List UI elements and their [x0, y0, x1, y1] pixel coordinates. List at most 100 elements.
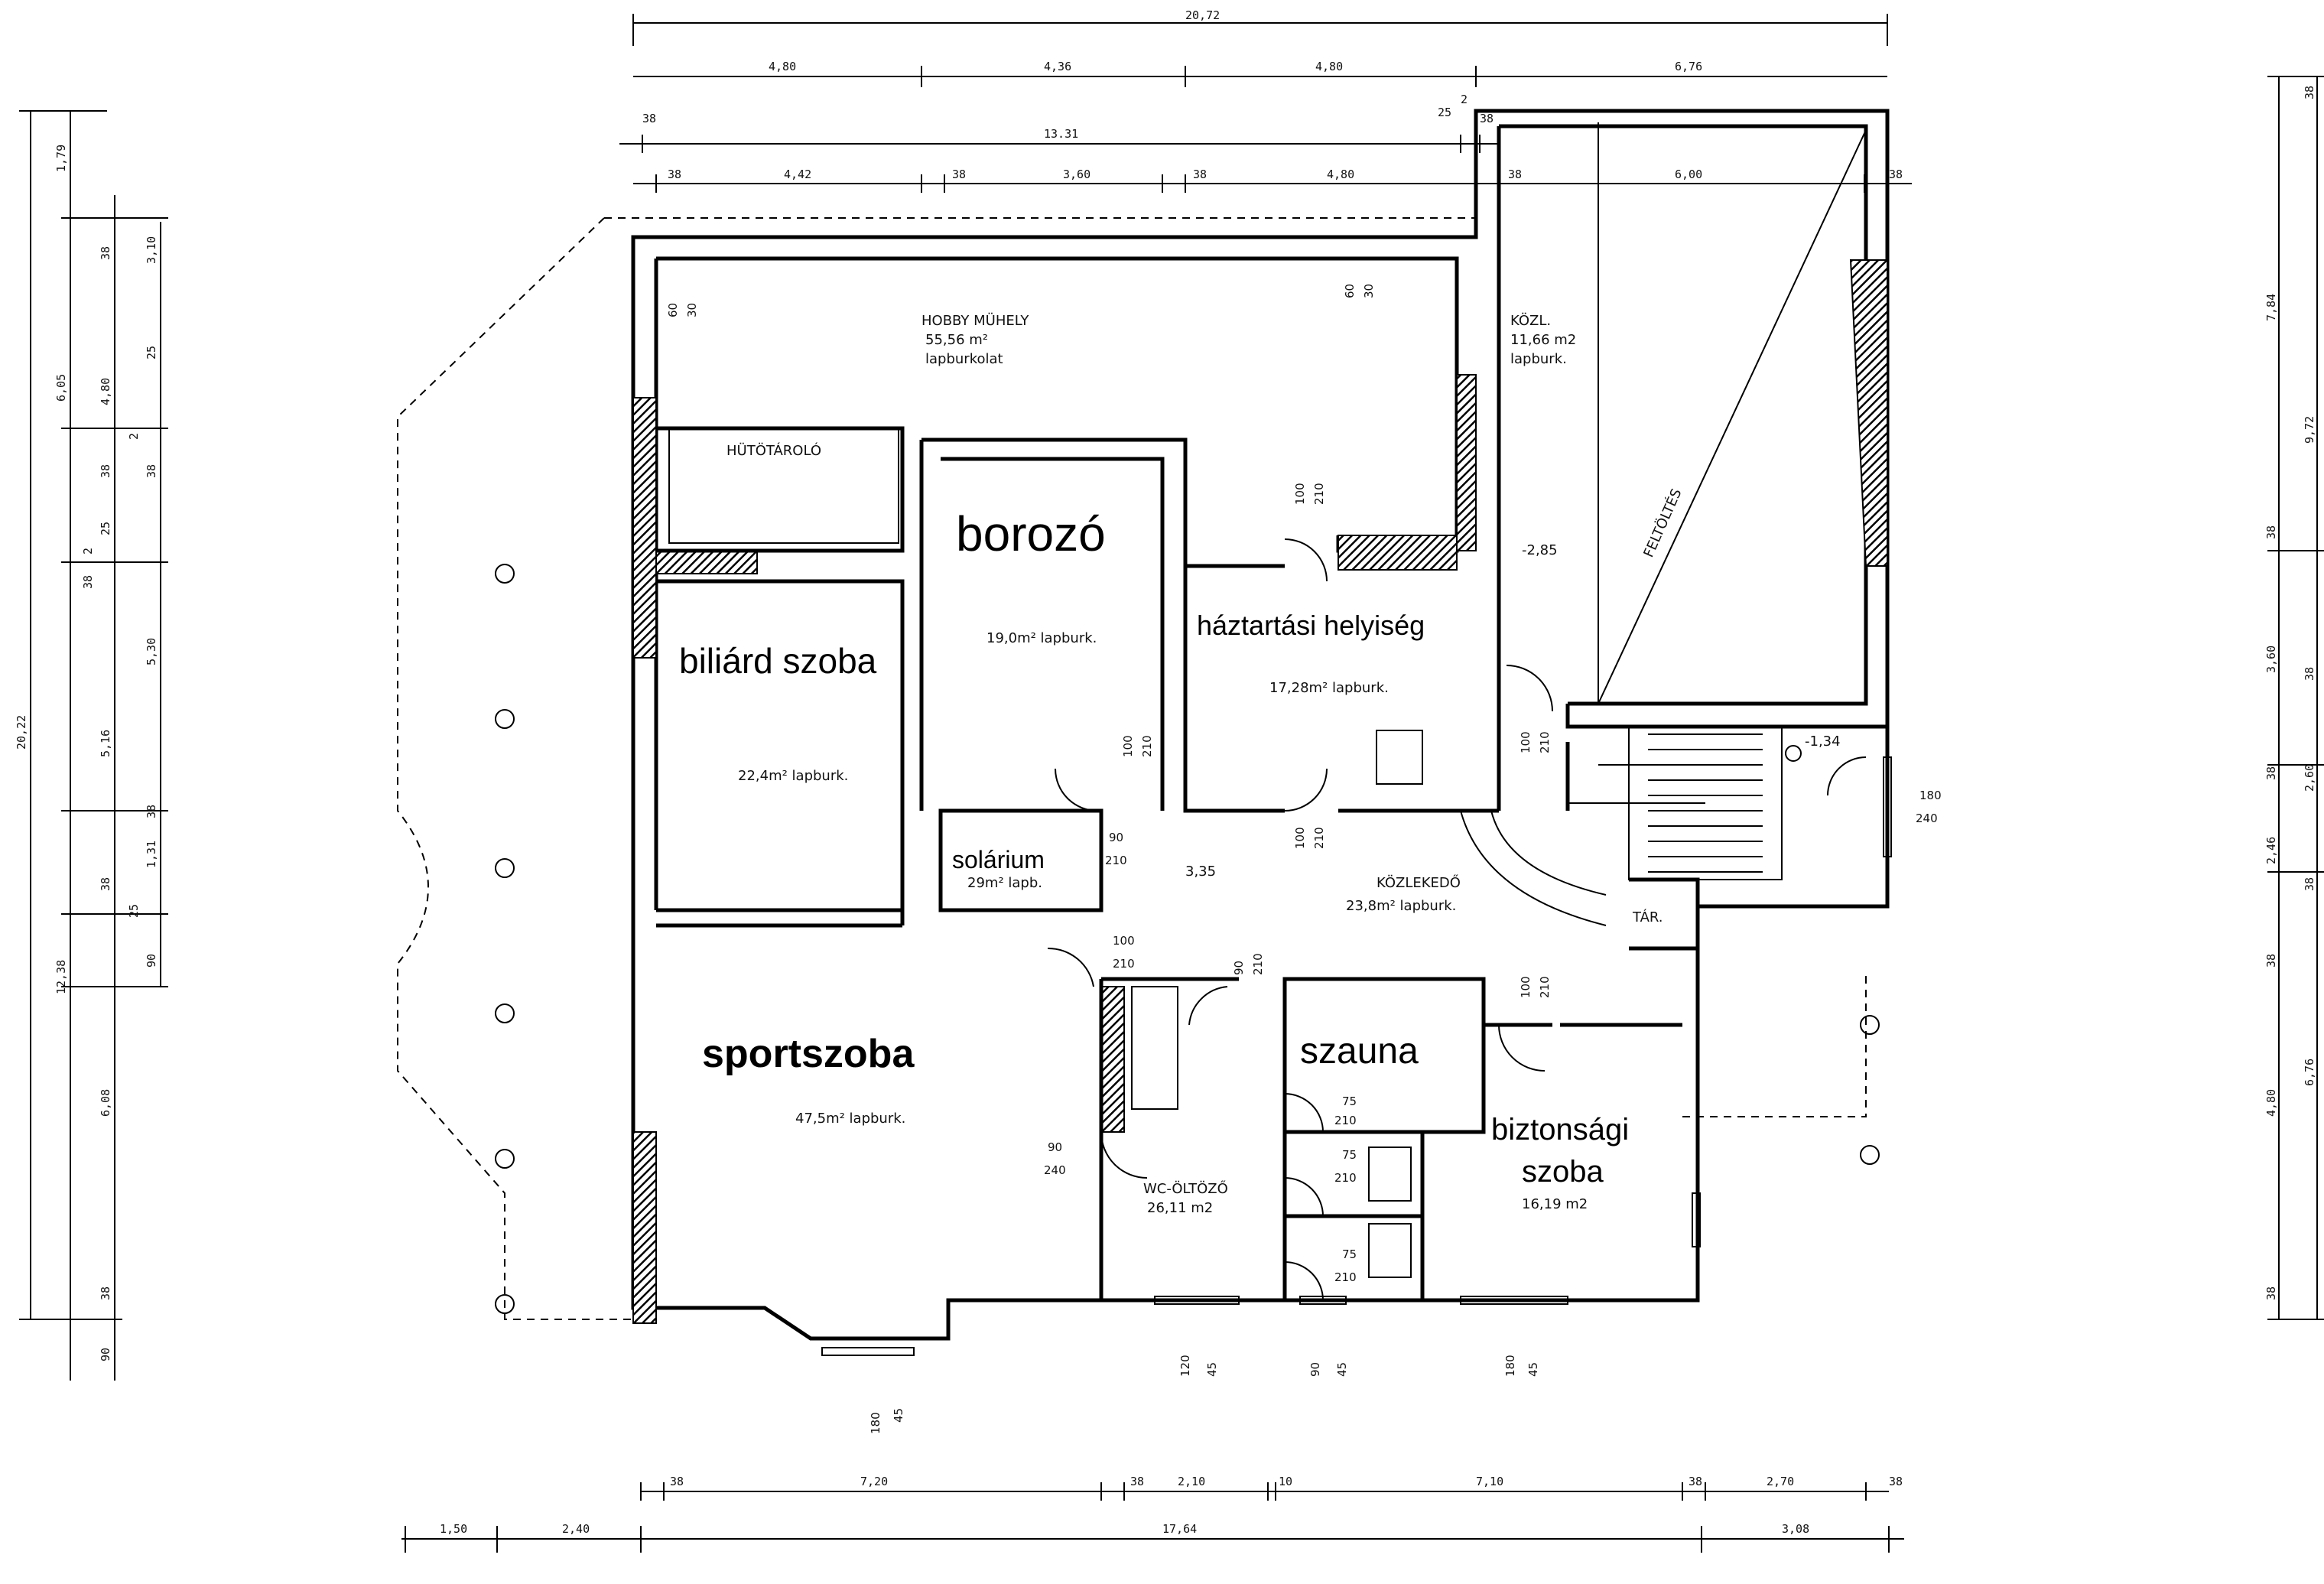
exterior-walls — [631, 109, 1890, 1341]
column-1 — [495, 564, 515, 584]
dim-row1-3: 6,76 — [1675, 60, 1702, 73]
opening-90-a: 90 — [1109, 831, 1123, 844]
opening-60-b: 60 — [1343, 284, 1357, 298]
dim-row2-right-b: 2 — [1461, 93, 1468, 106]
opening-210-k: 210 — [1334, 1270, 1357, 1284]
dim-right-10: 38 — [2264, 954, 2278, 968]
dim-bottom-row2-1: 2,40 — [562, 1522, 590, 1536]
dim-row1-1: 4,36 — [1044, 60, 1071, 73]
wc-area: 26,11 m2 — [1147, 1200, 1213, 1216]
dim-row2-label: 13.31 — [1044, 127, 1078, 141]
dim-bottom-row1-0: 38 — [670, 1475, 684, 1488]
dim-left-lower-2: 38 — [99, 1286, 112, 1300]
opening-90-b: 90 — [1232, 961, 1246, 975]
column-5 — [495, 1149, 515, 1169]
dim-right-2: 9,72 — [2303, 416, 2316, 444]
opening-210-g: 210 — [1251, 953, 1265, 975]
hobby-floor: lapburkolat — [925, 351, 1003, 367]
top-dimensions: 20,72 4,80 4,36 4,80 6,76 13.31 38 25 2 … — [619, 8, 1912, 193]
dim-left-middle-2: 38 — [81, 575, 95, 589]
dim-left-upper-9: 5,30 — [145, 638, 158, 665]
opening-180-c: 180 — [1503, 1355, 1517, 1377]
opening-210-c: 210 — [1312, 827, 1326, 849]
biztonsagi-name-1: biztonsági — [1491, 1113, 1629, 1147]
opening-210-j: 210 — [1334, 1171, 1357, 1185]
opening-210-f: 210 — [1113, 957, 1135, 971]
opening-210-b: 210 — [1140, 735, 1154, 757]
room-labels: HOBBY MÜHELY 55,56 m² lapburkolat KÖZL. … — [679, 312, 1841, 1216]
hatch-wall-2 — [632, 1131, 657, 1324]
cooler-name: HÜTÖTÁROLÓ — [726, 442, 821, 459]
fixtures — [668, 428, 1802, 1278]
column-6 — [495, 1294, 515, 1314]
hatch-wall-7 — [1100, 986, 1125, 1133]
opening-100-e: 100 — [1113, 934, 1135, 948]
kozl-name: KÖZL. — [1510, 312, 1551, 329]
opening-210-i: 210 — [1334, 1114, 1357, 1127]
dim-left-lower-0: 12,38 — [54, 960, 68, 994]
column-7 — [1860, 1015, 1880, 1035]
dim-left-total: 20,22 — [15, 715, 28, 750]
dim-bottom-row1-1: 7,20 — [860, 1475, 888, 1488]
dim-row2-right-c: 38 — [1480, 112, 1494, 125]
biliard-area: 22,4m² lapburk. — [738, 768, 848, 784]
dim-row3-2: 38 — [952, 168, 966, 181]
solarium-name: solárium — [952, 846, 1045, 873]
opening-45-d: 45 — [1526, 1362, 1540, 1377]
dim-left-upper-3: 4,80 — [99, 378, 112, 405]
hatch-wall-1 — [632, 397, 657, 659]
dim-right-9: 38 — [2303, 877, 2316, 891]
opening-120: 120 — [1178, 1355, 1192, 1377]
dim-row2-left: 38 — [642, 112, 656, 125]
opening-90-d: 90 — [1308, 1362, 1322, 1377]
dim-bottom-row1-3: 2,10 — [1178, 1475, 1205, 1488]
dim-left-upper-1: 6,05 — [54, 374, 68, 402]
opening-100-f: 100 — [1519, 976, 1533, 998]
bottom-dimensions: 38 7,20 38 2,10 10 7,10 38 2,70 38 1,50 … — [401, 1475, 1904, 1553]
dim-left-middle-0: 2 — [81, 548, 95, 555]
opening-45-a: 45 — [892, 1408, 905, 1423]
opening-240-a: 240 — [1044, 1163, 1066, 1177]
dim-left-upper-7: 2 — [127, 433, 141, 440]
dim-left-middle-1: 25 — [99, 522, 112, 535]
dim-left-lower-1: 6,08 — [99, 1089, 112, 1117]
hobby-name: HOBBY MÜHELY — [921, 312, 1029, 329]
dim-left-upper-6: 25 — [145, 346, 158, 359]
opening-210-h: 210 — [1538, 976, 1552, 998]
solarium-area: 29m² lapb. — [967, 875, 1042, 891]
dim-bottom-row1-8: 38 — [1889, 1475, 1903, 1488]
opening-210-d: 210 — [1538, 731, 1552, 753]
biztonsagi-area: 16,19 m2 — [1522, 1196, 1588, 1212]
dim-left-lower-3: 90 — [99, 1348, 112, 1361]
dim-row2-right-a: 25 — [1438, 106, 1451, 119]
dim-left-upper-8: 38 — [145, 464, 158, 478]
column-2 — [495, 709, 515, 729]
dim-left-middle-4: 38 — [145, 805, 158, 818]
dim-row3-1: 4,42 — [784, 168, 811, 181]
dim-bottom-row1-2: 38 — [1130, 1475, 1144, 1488]
borozo-area: 19,0m² lapburk. — [986, 630, 1097, 646]
level-b: -1,34 — [1805, 733, 1841, 750]
window-wc — [1154, 1296, 1240, 1305]
right-dimensions: 38 7,84 9,72 38 3,60 38 38 2,60 2,46 38 … — [2264, 76, 2324, 1320]
dim-row3-8: 38 — [1889, 168, 1903, 181]
windows — [821, 756, 1892, 1356]
dim-bottom-row2-3: 3,08 — [1782, 1522, 1809, 1536]
level-a: -2,85 — [1522, 542, 1558, 558]
szauna-name: szauna — [1300, 1031, 1419, 1072]
dim-right-11: 6,76 — [2303, 1059, 2316, 1086]
opening-30-b: 30 — [1362, 284, 1376, 298]
opening-240-b: 240 — [1916, 812, 1938, 825]
opening-75-a: 75 — [1342, 1094, 1357, 1108]
opening-210-a: 210 — [1312, 483, 1326, 505]
tar-name: TÁR. — [1632, 909, 1663, 925]
biliard-name: biliárd szoba — [679, 641, 877, 681]
dim-row3-3: 3,60 — [1063, 168, 1090, 181]
opening-180-b: 180 — [869, 1412, 882, 1434]
biztonsagi-name-2: szoba — [1522, 1155, 1604, 1189]
opening-45-c: 45 — [1335, 1362, 1349, 1377]
feltoltes-label: FELTÖLTÉS — [1640, 486, 1685, 560]
hobby-area: 55,56 m² — [925, 332, 988, 348]
sink-2 — [1368, 1223, 1412, 1278]
